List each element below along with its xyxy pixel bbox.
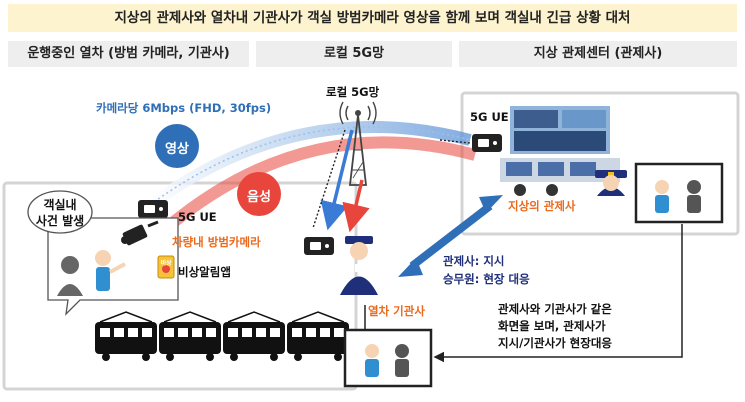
command-arrow bbox=[398, 195, 503, 277]
train-icon bbox=[95, 311, 349, 361]
cabin-camera-label: 차량내 방범카메라 bbox=[172, 235, 261, 249]
header-network: 로컬 5G망 bbox=[256, 41, 452, 67]
ue-device-train-icon bbox=[138, 200, 168, 218]
ue-device-control-icon bbox=[472, 134, 502, 152]
control-monitor-icon bbox=[634, 162, 724, 224]
ue-train-label: 5G UE bbox=[178, 210, 217, 224]
shared-view-line2: 화면을 보며, 관제사가 bbox=[498, 319, 606, 333]
incident-label-line2: 사건 발생 bbox=[35, 214, 85, 228]
emergency-badge: 비상 bbox=[160, 260, 172, 267]
ue-control-label: 5G UE bbox=[470, 110, 509, 124]
antenna-tower-icon bbox=[339, 101, 377, 186]
shared-view-line1: 관제사와 기관사가 같은 bbox=[498, 302, 612, 316]
voice-arc bbox=[166, 136, 477, 230]
role-controller-label: 관제사: 지시 bbox=[443, 254, 505, 268]
title-banner: 지상의 관제사와 열차내 기관사가 객실 방범카메라 영상을 함께 보며 객실내… bbox=[8, 4, 737, 32]
header-train: 운행중인 열차 (방범 카메라, 기관사) bbox=[8, 41, 249, 67]
ue-device-driver-icon bbox=[304, 237, 334, 255]
video-circle bbox=[155, 124, 199, 168]
role-crew-label: 승무원: 현장 대응 bbox=[443, 272, 530, 286]
header-control: 지상 관제센터 (관제사) bbox=[459, 41, 737, 67]
voice-downlink bbox=[342, 179, 370, 233]
controller-officer-icon bbox=[595, 170, 627, 196]
driver-label: 열차 기관사 bbox=[368, 304, 425, 318]
shared-view-connector bbox=[433, 224, 683, 363]
victim-icon bbox=[61, 256, 79, 274]
emergency-button-icon bbox=[157, 255, 175, 279]
assailant-icon bbox=[95, 250, 111, 266]
emergency-app-label: 비상알림앱 bbox=[178, 265, 231, 279]
incident-scene-bubble bbox=[47, 217, 179, 316]
voice-circle-label: 음성 bbox=[247, 190, 271, 205]
camera-uplink-label: 카메라당 6Mbps (FHD, 30fps) bbox=[96, 101, 272, 115]
video-circle-label: 영상 bbox=[165, 142, 189, 157]
voice-circle bbox=[237, 172, 281, 216]
incident-bubble bbox=[27, 190, 93, 234]
local-5g-label: 로컬 5G망 bbox=[326, 85, 380, 99]
incident-label-line1: 객실내 bbox=[43, 198, 77, 212]
ground-controller-label: 지상의 관제사 bbox=[508, 199, 576, 213]
shared-view-line3: 지시/기관사가 현장대응 bbox=[498, 336, 613, 350]
cabin-camera-icon bbox=[121, 220, 159, 246]
driver-icon bbox=[340, 236, 378, 295]
control-room-console-icon bbox=[500, 106, 620, 196]
video-downlink bbox=[320, 129, 354, 231]
driver-monitor-icon bbox=[343, 328, 433, 388]
